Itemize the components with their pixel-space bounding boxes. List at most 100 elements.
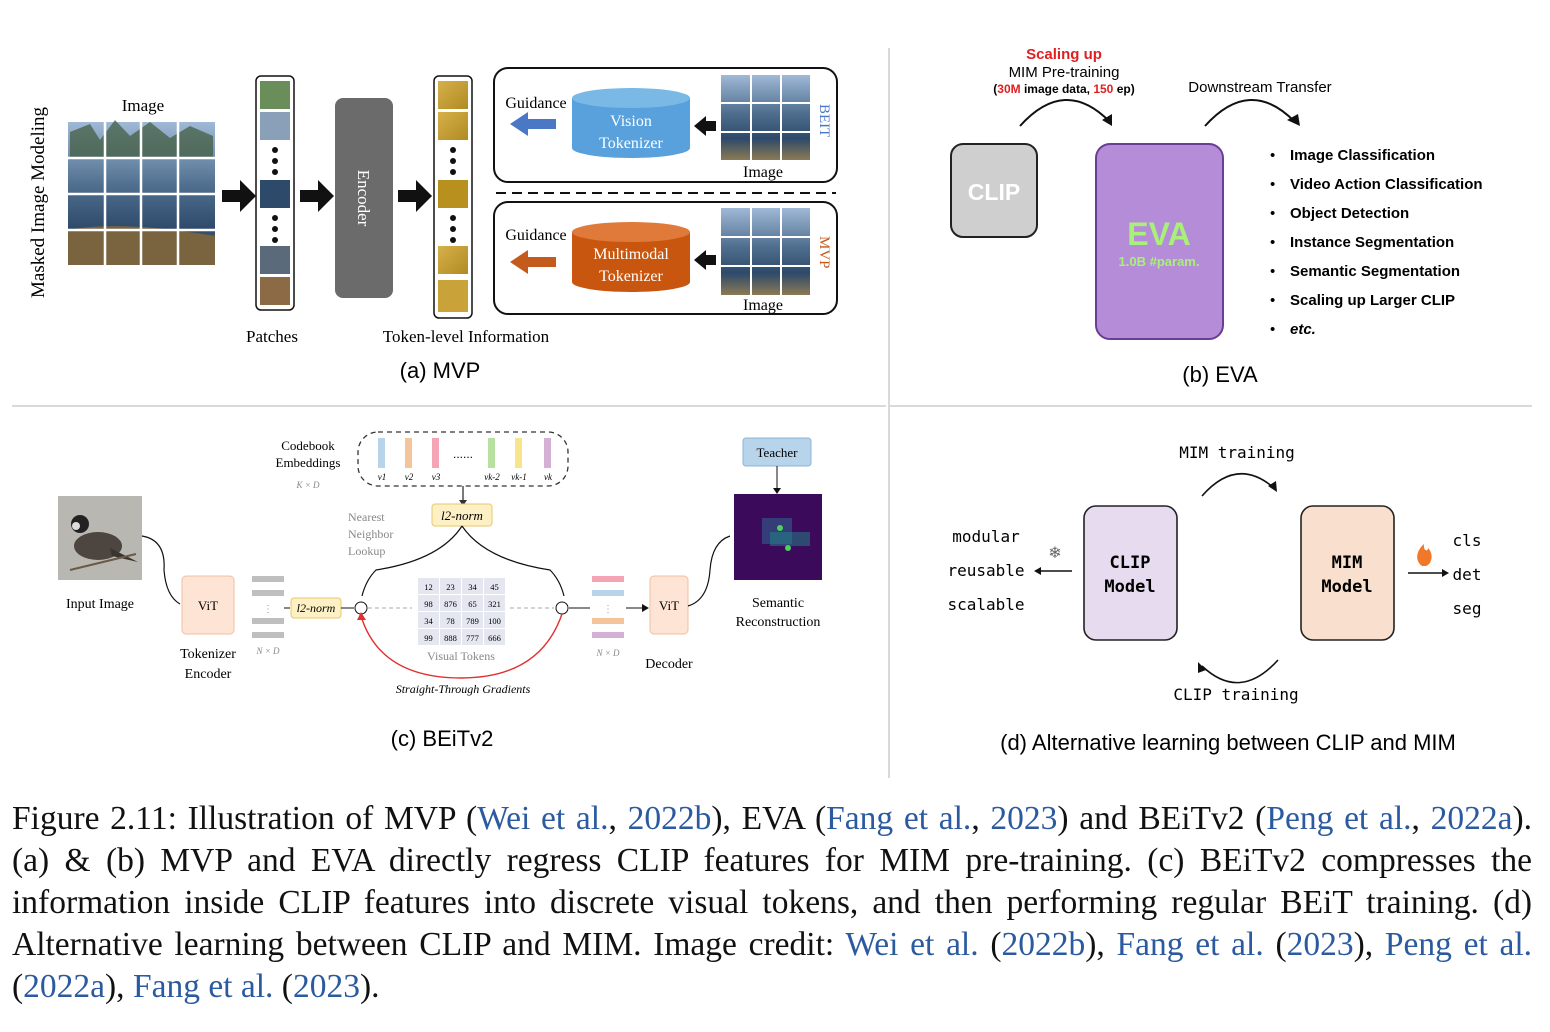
task-item: etc. [1290, 321, 1316, 338]
masked-image [68, 120, 215, 265]
lookup-curve [361, 525, 463, 597]
nxd-left-label: N × D [255, 646, 280, 656]
mvp-guidance-label: Guidance [505, 227, 566, 244]
caption-text: ), [105, 968, 133, 1005]
token-value: 876 [444, 599, 457, 609]
clip-training-label: CLIP training [1173, 685, 1298, 704]
caption-text: , [1411, 800, 1431, 837]
codebook-vector [432, 438, 439, 468]
citation-link[interactable]: Fang et al. [826, 800, 972, 837]
semantic-label-2: Reconstruction [736, 615, 821, 630]
token-value: 100 [488, 616, 501, 626]
token-value: 666 [488, 633, 501, 643]
citation-link[interactable]: Wei et al. [845, 926, 979, 963]
token-cell [462, 612, 483, 628]
arrowhead-icon [773, 488, 781, 494]
token-cell [462, 629, 483, 645]
token-value: 99 [424, 633, 433, 643]
caption-text: Figure 2.11: Illustration of MVP ( [12, 800, 478, 837]
token-value: 777 [466, 633, 479, 643]
decoder-vit-block [649, 575, 689, 635]
citation-link[interactable]: 2023 [292, 968, 360, 1005]
curved-arrow-icon [1019, 99, 1111, 127]
patches-column [255, 75, 295, 311]
codebook-vector-label: v3 [432, 472, 441, 482]
panel-d-alternative: MIM training CLIP training CLIP Model MI… [947, 443, 1482, 755]
arrowhead-icon [459, 500, 467, 506]
arrow-icon [398, 180, 432, 212]
caption-text: ( [978, 926, 1002, 963]
guidance-arrow-icon [510, 250, 556, 274]
token-cell [484, 612, 505, 628]
l2-norm-left-label: l2-norm [297, 601, 336, 615]
clip-property: scalable [947, 595, 1024, 614]
semantic-reconstruction-map [734, 494, 822, 580]
pretraining-detail: (30M image data, 150 ep) [993, 82, 1134, 96]
caption-text: ( [273, 968, 293, 1005]
codebook-box [357, 431, 569, 487]
lookup-curve [461, 525, 565, 597]
clip-label: CLIP [968, 179, 1020, 205]
mvp-tag: MVP [816, 236, 832, 269]
caption-text: ). (a) & (b) MVP and EVA directly regres… [12, 800, 1533, 963]
caption-text: ), EVA ( [711, 800, 827, 837]
token-label: Token-level Information [383, 327, 550, 346]
tokenizer-vit-block [181, 575, 235, 635]
arrowhead-icon [1198, 662, 1206, 673]
caption-text: , [971, 800, 991, 837]
arrow-icon [222, 180, 256, 212]
figure-caption: Figure 2.11: Illustration of MVP (Wei et… [12, 798, 1532, 1008]
mim-property: seg [1453, 599, 1482, 618]
vision-tokenizer-label-1: Vision [610, 113, 652, 130]
l2-norm-top-label: l2-norm [441, 508, 483, 523]
arrowhead-icon [1287, 114, 1300, 126]
citation-link[interactable]: 2022a [23, 968, 106, 1005]
arrow-line [687, 535, 731, 607]
citation-link[interactable]: 2023 [1286, 926, 1354, 963]
codebook-vector [405, 438, 412, 468]
token-value: 789 [466, 616, 479, 626]
token-value: 34 [468, 582, 477, 592]
citation-link[interactable]: Fang et al. [1116, 926, 1264, 963]
token-cell [462, 595, 483, 611]
horizontal-divider-right [890, 405, 1532, 407]
citation-link[interactable]: Peng et al. [1266, 800, 1412, 837]
citation-link[interactable]: 2022a [1430, 800, 1513, 837]
citation-link[interactable]: 2022b [1001, 926, 1086, 963]
fire-icon [1417, 544, 1432, 566]
caption-text: ). [359, 968, 380, 1005]
arrowhead-icon [1442, 569, 1449, 577]
citation-link[interactable]: 2023 [990, 800, 1058, 837]
token-value: 45 [490, 582, 499, 592]
arrowhead-icon [1268, 481, 1277, 492]
token-cell [440, 629, 461, 645]
beit-image-label: Image [743, 164, 783, 181]
task-item: Video Action Classification [1290, 176, 1483, 193]
token-column [433, 75, 473, 319]
vertical-divider [888, 48, 890, 778]
task-bullet: • [1270, 205, 1275, 222]
mim-property: det [1453, 565, 1482, 584]
decoder-vit-label: ViT [659, 598, 679, 613]
task-item: Image Classification [1290, 147, 1435, 164]
panel-b-caption: (b) EVA [1182, 362, 1258, 387]
beit-guidance-label: Guidance [505, 95, 566, 112]
citation-link[interactable]: Fang et al. [132, 968, 274, 1005]
scaling-up-label: Scaling up [1026, 46, 1102, 63]
horizontal-divider-left [12, 405, 886, 407]
citation-link[interactable]: Wei et al. [477, 800, 609, 837]
citation-link[interactable]: Peng et al. [1384, 926, 1533, 963]
mim-side-label: Masked Image Modeling [28, 106, 49, 298]
multimodal-tokenizer-label-1: Multimodal [593, 246, 669, 263]
visual-tokens-label: Visual Tokens [427, 649, 495, 663]
clip-model-box [1083, 505, 1178, 641]
task-bullet: • [1270, 263, 1275, 280]
mvp-image [721, 208, 810, 295]
multimodal-tokenizer-cylinder: Multimodal Tokenizer [572, 222, 690, 292]
citation-link[interactable]: 2022b [627, 800, 712, 837]
caption-text: ) and BEiTv2 ( [1057, 800, 1267, 837]
straight-through-curve [360, 613, 563, 679]
input-image [58, 496, 142, 580]
token-value: 12 [424, 582, 433, 592]
token-value: 65 [468, 599, 477, 609]
